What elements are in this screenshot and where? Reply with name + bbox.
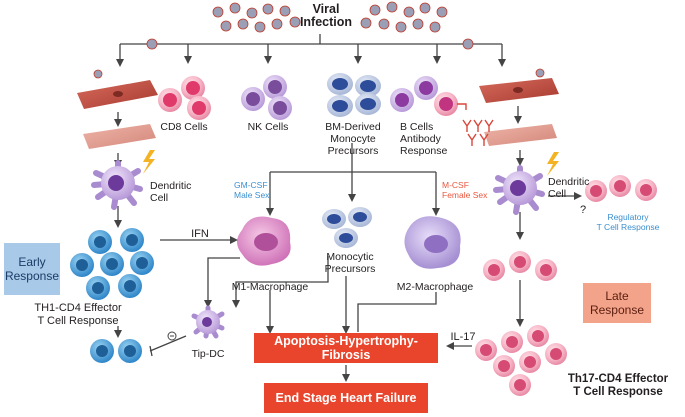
m1-label: M1-Macrophage	[231, 281, 309, 293]
bm-monocyte-cells	[327, 73, 381, 117]
viral-infection-label: Viral Infection	[299, 2, 353, 29]
m2-label: M2-Macrophage	[396, 281, 474, 293]
muscle-fiber-right	[479, 78, 559, 146]
tip-dc-label: Tip-DC	[191, 348, 225, 360]
infection-arrows	[116, 34, 506, 67]
gmcsf-label: GM-CSF Male Sex	[234, 180, 270, 200]
mcsf-label: M-CSF Female Sex	[442, 180, 488, 200]
virus-cluster-left	[212, 2, 301, 33]
ifn-label: IFN	[191, 228, 209, 240]
bm-monocyte-label: BM-Derived Monocyte Precursors	[325, 121, 381, 157]
m2-macrophage	[404, 216, 461, 269]
outcome-arrows	[266, 276, 472, 382]
cd8-label: CD8 Cells	[160, 121, 208, 133]
th1-cells	[70, 228, 154, 300]
il17-label: IL-17	[450, 331, 476, 343]
monocytic-precursor-cells	[322, 207, 372, 248]
monocytic-label: Monocytic Precursors	[324, 251, 376, 275]
th17-label: Th17-CD4 Effector T Cell Response	[567, 373, 669, 398]
monocyte-arrows	[266, 143, 440, 216]
early-arrows	[114, 206, 329, 357]
dendritic-cell-right	[493, 165, 545, 215]
cd8-cells	[158, 76, 211, 120]
nk-cells	[241, 75, 292, 120]
question-label: ?	[579, 204, 587, 216]
muscle-fiber-left	[77, 80, 158, 149]
nk-label: NK Cells	[247, 121, 289, 133]
lightning-icon-right	[547, 152, 559, 176]
dendritic-left-label: Dendritic Cell	[150, 180, 192, 204]
th17-cells-bottom	[475, 325, 567, 396]
late-response-box: Late Response	[583, 283, 651, 323]
lightning-icon	[143, 150, 155, 174]
end-stage-box: End Stage Heart Failure	[264, 383, 428, 413]
regulatory-label: Regulatory T Cell Response	[596, 212, 660, 232]
early-response-box: Early Response	[4, 243, 60, 295]
regulatory-t-cells	[585, 175, 657, 202]
th17-cells-middle	[483, 251, 557, 281]
tip-dc-cell	[191, 305, 225, 339]
b-cells-label: B Cells Antibody Response	[400, 121, 448, 157]
apoptosis-box: Apoptosis-Hypertrophy-Fibrosis	[254, 333, 438, 363]
virus-cluster-right	[360, 1, 448, 33]
dendritic-right-label: Dendritic Cell	[548, 176, 590, 200]
th1-label: TH1-CD4 Effector T Cell Response	[34, 302, 122, 327]
virus-on-branch	[93, 38, 545, 79]
th1-cells-bottom	[90, 339, 142, 363]
antibody-icon	[457, 103, 494, 146]
m1-macrophage	[237, 216, 291, 266]
b-cells	[390, 76, 458, 116]
dendritic-cell-left	[91, 160, 143, 210]
